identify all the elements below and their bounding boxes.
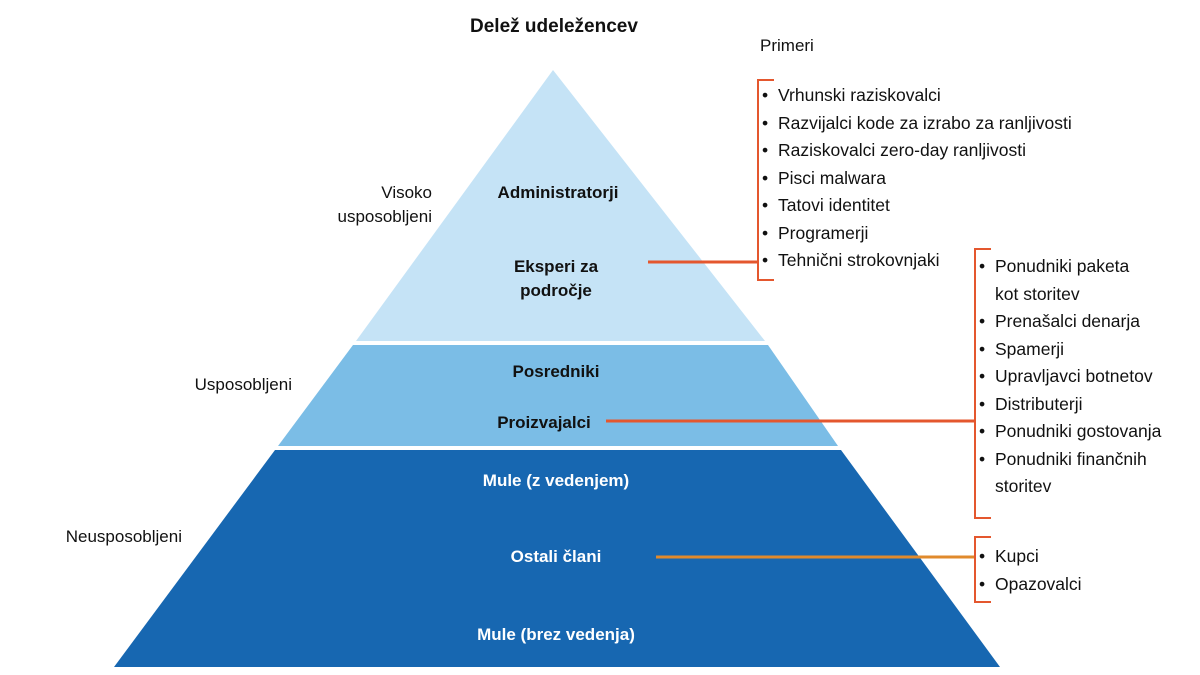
examples-header: Primeri — [760, 36, 814, 55]
list-item: Ponudniki gostovanja — [979, 418, 1161, 446]
list-item: Distributerji — [979, 391, 1161, 419]
pyramid-tier-bottom — [114, 450, 1000, 667]
tier-domain-experts-line2: področje — [520, 281, 592, 300]
tier-domain-experts-line1: Eksperi za — [513, 257, 599, 276]
list-item-line1: Prenašalci denarja — [995, 311, 1140, 331]
list-item-line1: Ponudniki gostovanja — [995, 421, 1162, 441]
list-item: Pisci malwara — [762, 165, 1072, 193]
tier-brokers: Posredniki — [512, 362, 600, 381]
pyramid-tier-top — [356, 70, 765, 341]
list-item-line1: Distributerji — [995, 393, 1083, 414]
examples-list-bottom: Kupci Opazovalci — [979, 543, 1082, 598]
list-item: Opazovalci — [979, 571, 1082, 599]
list-item: Razvijalci kode za izrabo za ranljivosti — [762, 110, 1072, 138]
list-item: Vrhunski raziskovalci — [762, 82, 1072, 110]
list-item: Tehnični strokovnjaki — [762, 247, 1072, 275]
list-item: Kupci — [979, 543, 1082, 571]
list-item-line1: Ponudniki finančnih — [995, 448, 1147, 469]
level-label-high: Visoko usposobljeni — [337, 183, 432, 226]
list-item: Ponudniki paketa kot storitev — [979, 253, 1161, 308]
list-item: Prenašalci denarja — [979, 308, 1161, 336]
bracket-top — [757, 79, 774, 281]
list-item-line1: Ponudniki paketa — [995, 256, 1130, 276]
list-item-line1: Spamerji — [995, 338, 1065, 359]
tier-domain-experts: Eksperi za področje — [456, 255, 656, 303]
examples-list-top: Vrhunski raziskovalci Razvijalci kode za… — [762, 82, 1072, 275]
list-item-line2: storitev — [995, 476, 1052, 496]
tier-producers: Proizvajalci — [497, 413, 591, 432]
examples-list-middle: Ponudniki paketa kot storitev Prenašalci … — [979, 253, 1161, 501]
diagram-title: Delež udeležencev — [470, 16, 638, 37]
level-label-mid: Usposobljeni — [194, 375, 292, 394]
bracket-bottom — [974, 536, 991, 603]
tier-other-members: Ostali člani — [510, 547, 602, 566]
list-item: Tatovi identitet — [762, 192, 1072, 220]
list-item: Upravljavci botnetov — [979, 363, 1161, 391]
list-item-line1: Upravljavci botnetov — [995, 366, 1153, 386]
tier-mules-unaware: Mule (brez vedenja) — [477, 625, 635, 644]
list-item-line2: kot storitev — [995, 283, 1080, 304]
tier-administrators: Administratorji — [497, 183, 619, 202]
level-label-low: Neusposobljeni — [65, 527, 182, 546]
tier-mules-aware: Mule (z vedenjem) — [482, 471, 630, 490]
list-item: Programerji — [762, 220, 1072, 248]
list-item: Raziskovalci zero-day ranljivosti — [762, 137, 1072, 165]
list-item: Spamerji — [979, 336, 1161, 364]
list-item: Ponudniki finančnih storitev — [979, 446, 1161, 501]
